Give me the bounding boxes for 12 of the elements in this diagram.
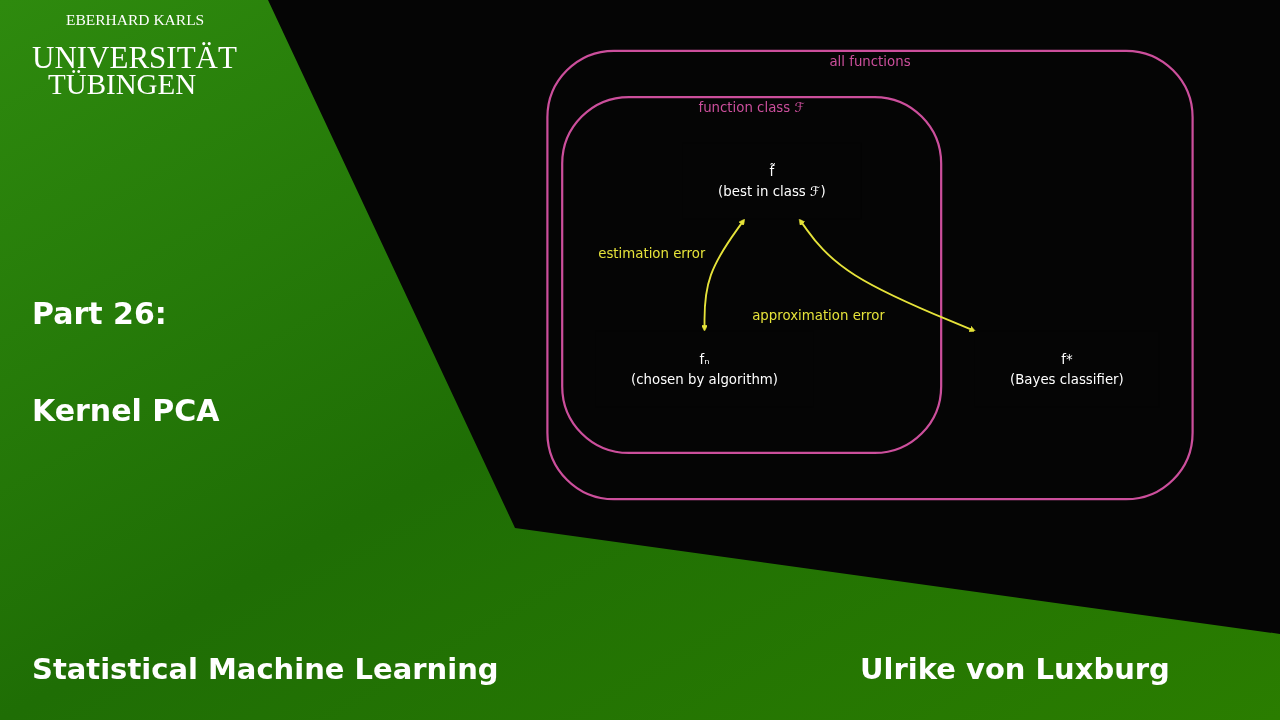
node-text: fₙ (chosen by algorithm): [631, 351, 779, 387]
slide-title: Part 26: Kernel PCA: [32, 295, 221, 430]
university-name: EBERHARD KARLS: [66, 12, 205, 28]
university-name: TÜBINGEN: [48, 70, 197, 99]
node-text: f̃ (best in class ℱ): [718, 163, 826, 199]
author-name: Ulrike von Luxburg: [860, 652, 1170, 686]
edge-label: estimation error: [598, 245, 706, 262]
node-text: f* (Bayes classifier): [1010, 351, 1124, 387]
arrow: [701, 218, 745, 332]
edge-label: approximation error: [752, 307, 885, 323]
arrow: [798, 218, 976, 332]
course-title: Statistical Machine Learning: [32, 652, 499, 686]
